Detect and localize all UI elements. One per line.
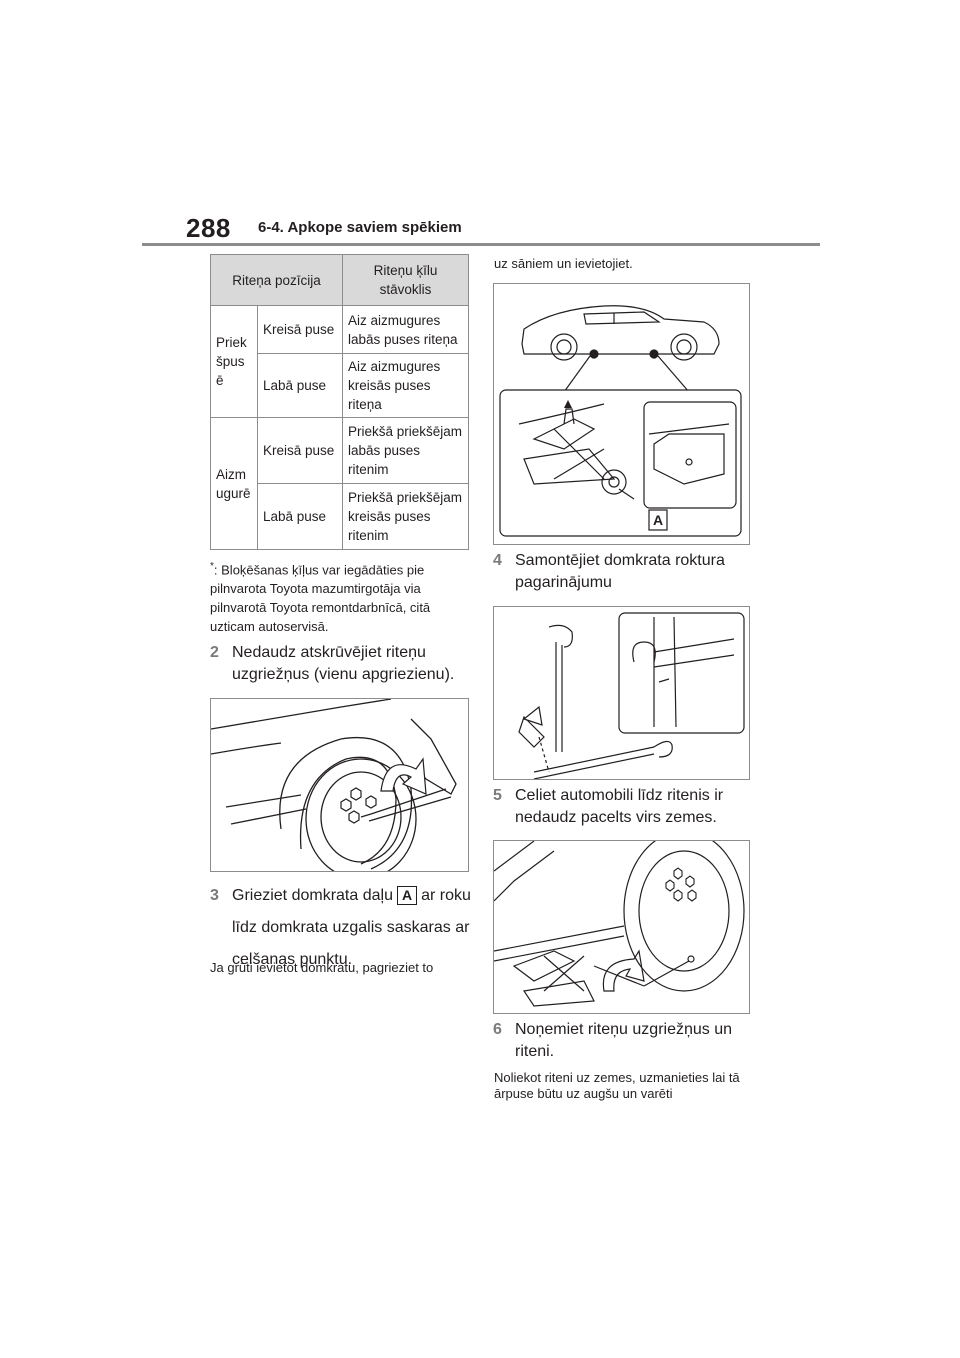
table-cell-chock: Aiz aizmugures labās puses riteņa	[342, 305, 469, 354]
footnote-text: : Bloķēšanas ķīļus var iegādāties pie pi…	[210, 562, 431, 635]
step-text: Samontējiet domkrata roktura pagarinājum…	[515, 552, 725, 591]
rotation-arrow-icon	[380, 757, 427, 795]
figure-callout-a: A	[653, 512, 663, 528]
step-number: 4	[493, 552, 502, 569]
step-2: 2 Nedaudz atskrūvējiet riteņu uzgriežņus…	[210, 642, 472, 686]
callout-box	[648, 509, 668, 531]
step-6: 6 Noņemiet riteņu uzgriežņus un riteni.	[493, 1019, 758, 1063]
table-cell-side: Labā puse	[257, 483, 343, 550]
step-text-cont: ar roku līdz domkrata uzgalis saskaras a…	[232, 887, 471, 968]
step-number: 2	[210, 644, 219, 661]
table-cell-chock: Priekšā priekšējam labās puses ritenim	[342, 417, 469, 484]
table-row: Priekšpusē Kreisā puse Aiz aizmugures la…	[210, 305, 469, 418]
callout-a: A	[396, 886, 418, 906]
wheel-wrench-illustration	[211, 699, 457, 871]
step-text: Celiet automobili līdz ritenis ir nedaud…	[515, 787, 724, 826]
step-5: 5 Celiet automobili līdz ritenis ir neda…	[493, 785, 758, 829]
figure-handle-extension	[493, 606, 750, 780]
section-title: 6-4. Apkope saviem spēkiem	[258, 219, 462, 236]
figure-loosen-nuts	[210, 698, 469, 872]
step-text: Noņemiet riteņu uzgriežņus un riteni.	[515, 1021, 733, 1060]
step-text: Grieziet domkrata daļu	[232, 887, 393, 904]
step-3-note-b: uz sāniem un ievietojiet.	[494, 256, 633, 271]
table-header-chock: Riteņu ķīlu stāvoklis	[342, 254, 469, 306]
header-divider	[142, 243, 820, 246]
step-number: 6	[493, 1021, 502, 1038]
step-3-note-a: Ja grūti ievietot domkratu, pagrieziet t…	[210, 960, 434, 975]
table-cell-side: Labā puse	[257, 353, 343, 418]
step-number: 3	[210, 887, 219, 904]
step-text: Nedaudz atskrūvējiet riteņu uzgriežņus (…	[232, 644, 455, 683]
footnote-marker: *	[210, 561, 214, 572]
table-cell-side: Kreisā puse	[257, 417, 343, 484]
step-number: 5	[493, 787, 502, 804]
arrow-icon	[522, 705, 543, 726]
step-4: 4 Samontējiet domkrata roktura pagarināj…	[493, 550, 758, 594]
table-header-row: Riteņa pozīcija Riteņu ķīlu stāvoklis	[210, 254, 469, 306]
table-row: Labā puse Aiz aizmugures kreisās puses r…	[211, 353, 469, 418]
table-row: Labā puse Priekšā priekšējam kreisās pus…	[211, 483, 469, 550]
wheel-chock-table: Riteņa pozīcija Riteņu ķīlu stāvoklis Pr…	[210, 254, 469, 550]
table-header-position: Riteņa pozīcija	[210, 254, 343, 306]
arrow-up-icon	[564, 400, 572, 408]
figure-raise-vehicle	[493, 840, 750, 1014]
raise-vehicle-illustration	[494, 841, 745, 1007]
table-cell-position: Aizmugurē	[210, 417, 258, 550]
footnote: *: Bloķēšanas ķīļus var iegādāties pie p…	[210, 557, 470, 636]
handle-extension-illustration	[518, 612, 745, 779]
step-6-note: Noliekot riteni uz zemes, uzmanieties la…	[494, 1070, 740, 1101]
table-cell-side: Kreisā puse	[257, 305, 343, 354]
table-cell-chock: Aiz aizmugures kreisās puses riteņa	[342, 353, 469, 418]
table-cell-chock: Priekšā priekšējam kreisās puses ritenim	[342, 483, 469, 550]
figure-jack-position: A	[493, 283, 750, 545]
table-row: Aizmugurē Kreisā puse Priekšā priekšējam…	[210, 417, 469, 550]
table-cell-position: Priekšpusē	[210, 305, 258, 418]
page-number: 288	[186, 213, 231, 243]
jack-position-illustration: A	[499, 305, 742, 537]
